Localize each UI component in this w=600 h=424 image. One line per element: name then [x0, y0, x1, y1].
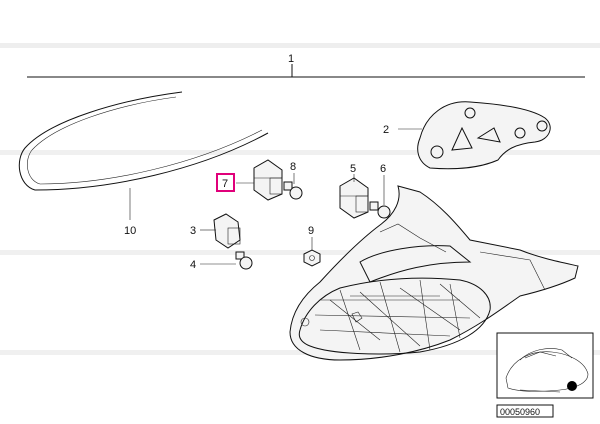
bulb-socket-5-part[interactable] — [339, 177, 369, 219]
bulb-4-part[interactable] — [235, 251, 253, 270]
bulb-6-part[interactable] — [369, 201, 391, 219]
nut-9-part[interactable] — [303, 249, 321, 267]
callout-1[interactable]: 1 — [288, 53, 294, 65]
callout-4[interactable]: 4 — [190, 259, 196, 271]
callout-3[interactable]: 3 — [190, 225, 196, 237]
callout-6[interactable]: 6 — [380, 163, 386, 175]
callout-2[interactable]: 2 — [383, 124, 389, 136]
callout-5[interactable]: 5 — [350, 163, 356, 175]
vehicle-inset — [496, 332, 594, 399]
callout-10[interactable]: 10 — [124, 225, 136, 237]
tail-light-housing[interactable] — [289, 185, 579, 361]
callout-8[interactable]: 8 — [290, 161, 296, 173]
watermark — [0, 43, 600, 355]
assembly-bracket — [27, 64, 585, 78]
gasket-part[interactable] — [417, 101, 551, 170]
bulb-socket-3-part[interactable] — [213, 213, 241, 249]
bulb-8-part[interactable] — [283, 181, 303, 200]
inset-id-box — [496, 404, 554, 418]
trim-strip-part[interactable] — [18, 91, 269, 191]
callout-9[interactable]: 9 — [308, 225, 314, 237]
callout-7[interactable]: 7 — [222, 178, 228, 190]
inset-id: 00050960 — [500, 407, 540, 417]
bulb-socket-7-part[interactable] — [253, 159, 283, 201]
highlight-box-7 — [216, 173, 235, 192]
